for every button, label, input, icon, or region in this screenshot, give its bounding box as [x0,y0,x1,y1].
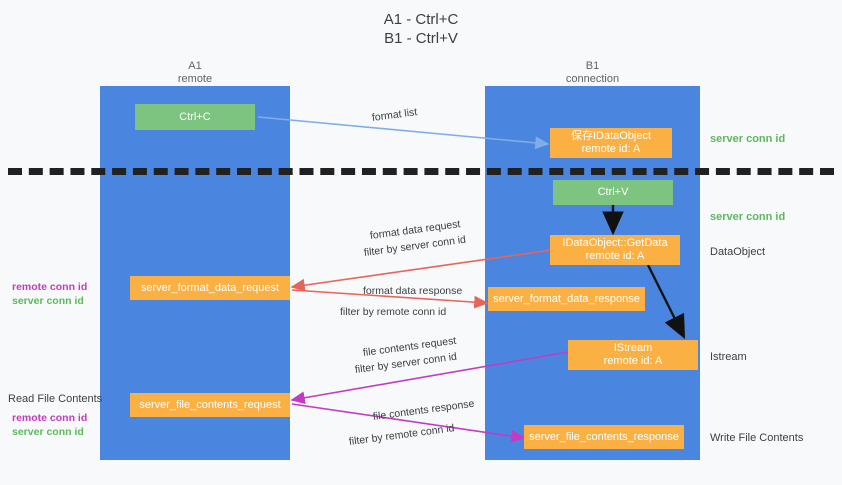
left-annotation-read-file-contents: Read File Contents [8,393,103,405]
left-annotation-server-conn-id-format: server conn id [12,295,84,307]
lane-header-b1: B1 connection [565,60,620,85]
remote-conn-id-inline-1: remote conn id [376,306,447,318]
page-title: A1 - Ctrl+C B1 - Ctrl+V [383,11,459,47]
box-server-format-data-request[interactable]: server_format_data_request [130,276,290,300]
filter-prefix-4: filter by [348,431,387,448]
edge-label-format-list: format list [371,106,418,124]
phase-divider [8,168,834,175]
right-annotation-istream: Istream [710,351,747,363]
left-annotation-remote-conn-id-format: remote conn id [12,281,88,293]
lane-header-a1: A1 remote [177,60,213,85]
right-annotation-server-conn-id-top: server conn id [710,133,786,145]
box-server-file-contents-request[interactable]: server_file_contents_request [130,393,290,417]
filter-prefix-2: filter by [340,306,377,318]
filter-prefix-1: filter by [363,242,402,259]
right-annotation-write-file-contents: Write File Contents [710,432,804,444]
box-ctrl-v[interactable]: Ctrl+V [553,180,673,205]
remote-conn-id-inline-2: remote conn id [384,422,456,444]
edge-label-format-response-filter: filter by remote conn id [340,305,446,319]
edge-label-file-response-filter: filter by remote conn id [348,421,455,449]
filter-prefix-3: filter by [354,359,393,376]
box-save-idataobject[interactable]: 保存IDataObject remote id: A [550,128,672,158]
edge-label-format-data-response: format data response [363,285,463,297]
box-idataobject-getdata[interactable]: IDataObject::GetData remote id: A [550,235,680,265]
box-istream[interactable]: IStream remote id: A [568,340,698,370]
box-server-format-data-response[interactable]: server_format_data_response [488,287,645,311]
right-annotation-dataobject: DataObject [710,246,766,258]
box-ctrl-c[interactable]: Ctrl+C [135,104,255,130]
box-server-file-contents-response[interactable]: server_file_contents_response [524,425,684,449]
left-annotation-server-conn-id-file: server conn id [12,426,84,438]
edge-label-file-contents-response: file contents response [372,397,476,423]
left-annotation-remote-conn-id-file: remote conn id [12,412,88,424]
right-annotation-server-conn-id-mid: server conn id [710,211,786,223]
